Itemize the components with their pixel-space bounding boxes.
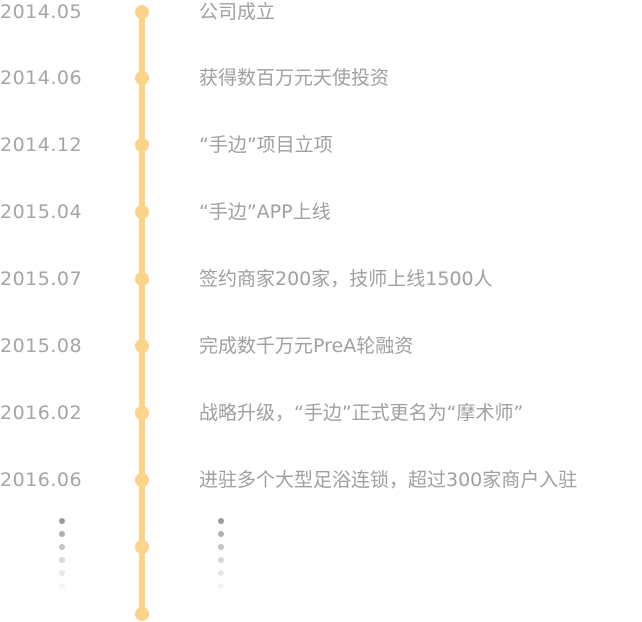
ellipsis-dot xyxy=(59,583,65,589)
future-marker-dot xyxy=(135,540,149,554)
event-marker-dot xyxy=(135,71,149,85)
event-marker-dot xyxy=(135,5,149,19)
ellipsis-dot xyxy=(59,544,65,550)
event-date: 2015.04 xyxy=(0,201,83,223)
ellipsis-dot xyxy=(218,583,224,589)
ellipsis-dot xyxy=(59,557,65,563)
event-date: 2014.06 xyxy=(0,67,83,89)
timeline-event: 2014.12 “手边”项目立项 xyxy=(0,130,642,160)
more-dots-date-column xyxy=(59,518,65,596)
event-date: 2014.12 xyxy=(0,134,83,156)
event-marker-dot xyxy=(135,339,149,353)
event-marker-dot xyxy=(135,272,149,286)
event-marker-dot xyxy=(135,205,149,219)
event-description: 签约商家200家，技师上线1500人 xyxy=(199,268,493,290)
ellipsis-dot xyxy=(59,531,65,537)
event-description: “手边”APP上线 xyxy=(199,201,331,223)
timeline-rail xyxy=(139,8,145,616)
timeline-event: 2016.02 战略升级，“手边”正式更名为“摩术师” xyxy=(0,398,642,428)
event-description: “手边”项目立项 xyxy=(199,134,333,156)
timeline-event: 2014.05 公司成立 xyxy=(0,0,642,27)
ellipsis-dot xyxy=(218,544,224,550)
timeline-event: 2015.08 完成数千万元PreA轮融资 xyxy=(0,331,642,361)
event-description: 进驻多个大型足浴连锁，超过300家商户入驻 xyxy=(199,469,578,491)
ellipsis-dot xyxy=(218,557,224,563)
timeline-event: 2016.06 进驻多个大型足浴连锁，超过300家商户入驻 xyxy=(0,465,642,495)
event-date: 2015.08 xyxy=(0,335,83,357)
timeline-end-dot xyxy=(135,607,149,621)
ellipsis-dot xyxy=(218,570,224,576)
event-description: 战略升级，“手边”正式更名为“摩术师” xyxy=(199,402,524,424)
more-dots-text-column xyxy=(218,518,224,596)
event-description: 获得数百万元天使投资 xyxy=(199,67,390,89)
event-date: 2014.05 xyxy=(0,1,83,23)
event-description: 完成数千万元PreA轮融资 xyxy=(199,335,414,357)
event-date: 2016.06 xyxy=(0,469,83,491)
event-description: 公司成立 xyxy=(199,1,276,23)
ellipsis-dot xyxy=(59,570,65,576)
event-date: 2016.02 xyxy=(0,402,83,424)
event-marker-dot xyxy=(135,406,149,420)
ellipsis-dot xyxy=(59,518,65,524)
ellipsis-dot xyxy=(218,531,224,537)
ellipsis-dot xyxy=(218,518,224,524)
event-marker-dot xyxy=(135,138,149,152)
event-marker-dot xyxy=(135,473,149,487)
timeline-event: 2015.07 签约商家200家，技师上线1500人 xyxy=(0,264,642,294)
timeline-event: 2014.06 获得数百万元天使投资 xyxy=(0,63,642,93)
timeline-event: 2015.04 “手边”APP上线 xyxy=(0,197,642,227)
event-date: 2015.07 xyxy=(0,268,83,290)
